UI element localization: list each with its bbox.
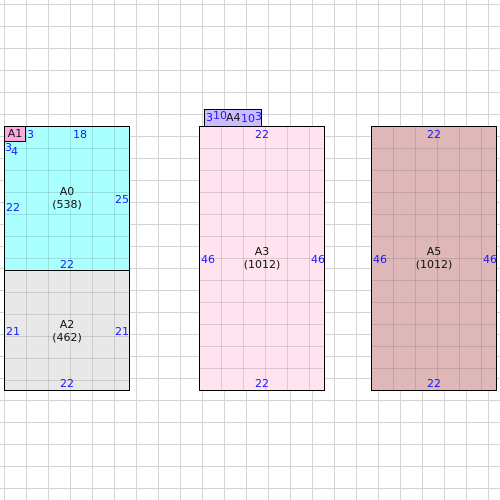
block-a0-value: (538): [52, 198, 82, 211]
block-a3-top-dim: 22: [255, 128, 269, 141]
block-a2-right-dim: 21: [115, 325, 129, 338]
tag-a4: 3 10 A4 10 3: [204, 109, 262, 127]
block-a2-name: A2: [59, 318, 75, 331]
block-a3-value: (1012): [243, 258, 281, 271]
tag-a1-right-dim: 3: [27, 128, 34, 141]
block-a3-right-dim: 46: [311, 253, 325, 266]
block-a0-top-dim: 18: [73, 128, 87, 141]
tag-a4-right-dim-b: 3: [255, 110, 262, 123]
block-a0-bottom-dim: 22: [60, 258, 74, 271]
tag-a1-below-dim-a: 3: [5, 141, 12, 154]
block-a0-name: A0: [59, 185, 75, 198]
block-a5-left-dim: 46: [373, 253, 387, 266]
block-a3-bottom-dim: 22: [255, 377, 269, 390]
block-a5-name: A5: [426, 245, 442, 258]
block-a3-name: A3: [254, 245, 270, 258]
block-a3: A3 (1012) 22 22 46 46: [199, 126, 325, 391]
tag-a1: A1: [4, 126, 26, 142]
tag-a1-name: A1: [7, 127, 23, 140]
tag-a4-right-dim-a: 10: [241, 112, 255, 125]
block-a0: A0 (538) 18 22 22 25: [4, 126, 130, 271]
tag-a4-left-dim-b: 10: [213, 109, 227, 122]
tag-a4-left-dim-a: 3: [206, 111, 213, 124]
block-a5-bottom-dim: 22: [427, 377, 441, 390]
block-a5-value: (1012): [415, 258, 453, 271]
block-a3-left-dim: 46: [201, 253, 215, 266]
block-a5-right-dim: 46: [483, 253, 497, 266]
block-a2-bottom-dim: 22: [60, 377, 74, 390]
tag-a4-name: A4: [226, 111, 241, 124]
block-a0-left-dim: 22: [6, 201, 20, 214]
block-a5: A5 (1012) 22 22 46 46: [371, 126, 497, 391]
tag-a1-below-dim-b: 4: [11, 145, 18, 158]
block-a2-left-dim: 21: [6, 325, 20, 338]
block-a2-value: (462): [52, 331, 82, 344]
block-a2: A2 (462) 22 21 21: [4, 270, 130, 391]
block-a0-right-dim: 25: [115, 193, 129, 206]
block-a5-top-dim: 22: [427, 128, 441, 141]
